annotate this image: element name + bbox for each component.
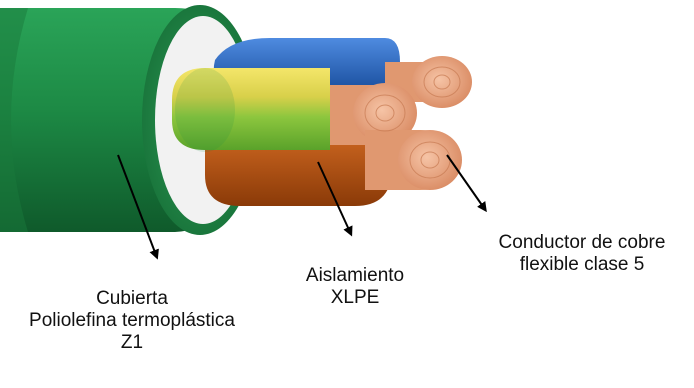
label-sheath-line3: Z1: [120, 332, 144, 353]
label-sheath-line2: Poliolefina termoplástica: [29, 310, 235, 331]
yellow-green-core: [172, 68, 330, 152]
copper-top-end: [412, 56, 472, 108]
arrow-insulation: [317, 161, 353, 237]
label-conductor: Conductor de cobre flexible clase 5: [470, 232, 694, 276]
copper-conductors: [330, 56, 472, 190]
label-insulation-line1: Aislamiento: [305, 265, 405, 286]
yellow-green-insulation: [172, 68, 330, 150]
arrow-conductor: [446, 154, 487, 213]
label-conductor-line1: Conductor de cobre: [498, 232, 666, 253]
sheath-left-edge: [0, 8, 28, 232]
arrow-sheath: [117, 154, 159, 260]
label-insulation-line2: XLPE: [330, 287, 380, 308]
copper-bottom-end: [398, 130, 462, 190]
callout-arrows: [117, 154, 487, 260]
label-sheath-line1: Cubierta: [96, 288, 168, 309]
label-conductor-line2: flexible clase 5: [519, 254, 645, 275]
label-sheath: Cubierta Poliolefina termoplástica Z1: [0, 288, 264, 354]
copper-strand-lines: [364, 66, 461, 179]
copper-middle-end: [353, 83, 417, 143]
label-insulation: Aislamiento XLPE: [280, 265, 430, 309]
yellow-green-shadow: [175, 68, 235, 152]
